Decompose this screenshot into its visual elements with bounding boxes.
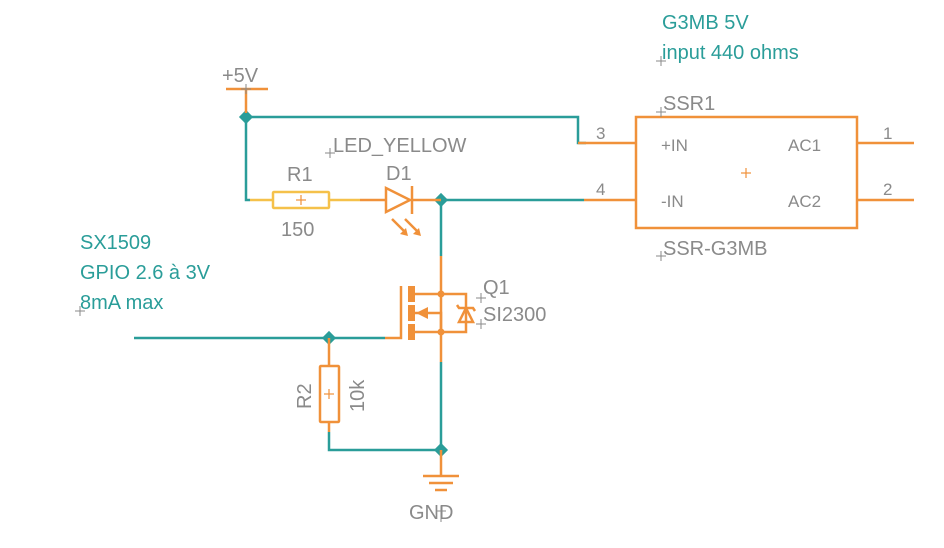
gnd-symbol (423, 450, 459, 492)
ssr-pin-ac1: AC1 (788, 136, 821, 155)
ssr-pin-4: 4 (596, 180, 605, 199)
ssr-pin-in-minus: -IN (661, 192, 684, 211)
r2-value: 10k (347, 379, 369, 412)
d1-name: D1 (386, 163, 412, 185)
ssr-pin-1: 1 (883, 124, 892, 143)
ssr-value: SSR-G3MB (663, 238, 767, 260)
ssr-name: SSR1 (663, 93, 715, 115)
wire-5v-to-r1 (244, 117, 250, 202)
gnd-label: GND (409, 502, 453, 524)
gpio-note-line3: 8mA max (80, 292, 163, 314)
ssr-pin-ac2: AC2 (788, 192, 821, 211)
ssr-note-line2: input 440 ohms (662, 42, 799, 64)
r2-name: R2 (294, 383, 316, 409)
d1-value: LED_YELLOW (333, 135, 467, 157)
gpio-note-line1: SX1509 (80, 232, 151, 254)
vcc-label: +5V (222, 65, 259, 87)
r1-name: R1 (287, 164, 313, 186)
ssr-pin-2: 2 (883, 180, 892, 199)
ssr-note-line1: G3MB 5V (662, 12, 749, 34)
wire-r2-to-gnd (327, 432, 441, 452)
led-d1 (360, 185, 441, 236)
gpio-note-line2: GPIO 2.6 à 3V (80, 262, 211, 284)
q1-name: Q1 (483, 277, 510, 299)
resistor-r1 (250, 190, 360, 210)
ssr-g3mb (578, 115, 914, 230)
ssr-pin-in-plus: +IN (661, 136, 688, 155)
mosfet-q1 (385, 256, 477, 362)
r1-value: 150 (281, 219, 314, 241)
resistor-r2 (318, 338, 341, 432)
ssr-pin-3: 3 (596, 124, 605, 143)
vcc-symbol (226, 84, 268, 113)
q1-value: SI2300 (483, 304, 546, 326)
